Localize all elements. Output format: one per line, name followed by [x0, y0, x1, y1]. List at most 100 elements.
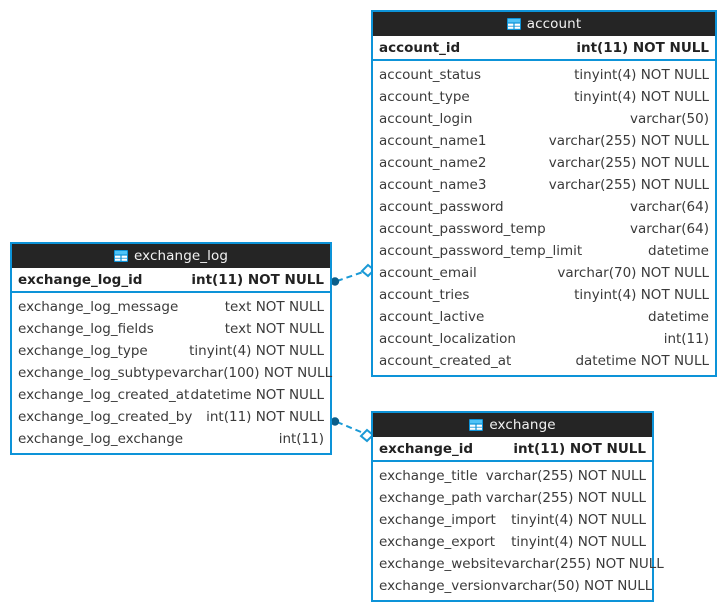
table-header-exchange-log[interactable]: exchange_log — [12, 244, 330, 268]
field-name: exchange_id — [379, 440, 474, 457]
field-type: tinyint(4) NOT NULL — [511, 512, 646, 528]
field-name: account_type — [379, 89, 470, 105]
primary-key-row[interactable]: account_id int(11) NOT NULL — [373, 36, 715, 61]
field-name: account_localization — [379, 331, 516, 347]
primary-key-row[interactable]: exchange_id int(11) NOT NULL — [373, 437, 652, 462]
field-type: datetime NOT NULL — [190, 387, 324, 403]
field-row[interactable]: exchange_import tinyint(4) NOT NULL — [373, 509, 652, 531]
field-row[interactable]: exchange_log_created_by int(11) NOT NULL — [12, 406, 330, 428]
field-row[interactable]: account_status tinyint(4) NOT NULL — [373, 64, 715, 86]
field-name: account_lactive — [379, 309, 485, 325]
field-list: exchange_title varchar(255) NOT NULL exch… — [373, 462, 664, 600]
field-row[interactable]: account_password varchar(64) — [373, 196, 715, 218]
field-name: exchange_log_created_by — [18, 409, 193, 425]
field-name: exchange_log_subtype — [18, 365, 172, 381]
field-name: exchange_log_id — [18, 271, 143, 288]
field-name: exchange_title — [379, 468, 478, 484]
field-type: varchar(255) NOT NULL — [485, 490, 646, 506]
field-row[interactable]: account_lactive datetime — [373, 306, 715, 328]
field-name: account_tries — [379, 287, 470, 303]
field-name: account_name3 — [379, 177, 487, 193]
field-type: datetime — [648, 243, 709, 259]
field-type: tinyint(4) NOT NULL — [574, 89, 709, 105]
table-header-account[interactable]: account — [373, 12, 715, 36]
field-type: varchar(255) NOT NULL — [503, 556, 664, 572]
erd-table-exchange-log[interactable]: exchange_log exchange_log_id int(11) NOT… — [10, 242, 332, 455]
field-row[interactable]: account_name1 varchar(255) NOT NULL — [373, 130, 715, 152]
field-name: exchange_version — [379, 578, 501, 594]
table-title: exchange — [489, 417, 556, 433]
field-row[interactable]: exchange_log_exchange int(11) — [12, 428, 330, 450]
table-title: account — [526, 16, 582, 32]
primary-key-row[interactable]: exchange_log_id int(11) NOT NULL — [12, 268, 330, 293]
field-type: int(11) NOT NULL — [206, 409, 324, 425]
field-name: account_password_temp — [379, 221, 546, 237]
field-type: text NOT NULL — [224, 299, 324, 315]
field-type: int(11) NOT NULL — [513, 440, 646, 457]
field-name: exchange_import — [379, 512, 496, 528]
field-type: tinyint(4) NOT NULL — [574, 287, 709, 303]
relationship-endpoint-circle — [330, 417, 340, 426]
field-type: datetime NOT NULL — [575, 353, 709, 369]
erd-table-exchange[interactable]: exchange exchange_id int(11) NOT NULL ex… — [371, 411, 664, 602]
table-icon — [113, 250, 128, 262]
field-row[interactable]: exchange_title varchar(255) NOT NULL — [373, 465, 652, 487]
relationship-line-account[interactable] — [330, 263, 376, 286]
field-type: int(11) NOT NULL — [576, 39, 709, 56]
field-row[interactable]: account_login varchar(50) — [373, 108, 715, 130]
field-name: account_login — [379, 111, 473, 127]
field-row[interactable]: exchange_log_type tinyint(4) NOT NULL — [12, 340, 330, 362]
field-name: account_created_at — [379, 353, 512, 369]
table-header-exchange[interactable]: exchange — [373, 413, 652, 437]
field-name: exchange_log_fields — [18, 321, 154, 337]
field-row[interactable]: exchange_export tinyint(4) NOT NULL — [373, 531, 652, 553]
table-icon — [506, 18, 521, 30]
field-name: account_email — [379, 265, 477, 281]
field-name: exchange_log_created_at — [18, 387, 190, 403]
field-type: varchar(255) NOT NULL — [548, 155, 709, 171]
field-row[interactable]: exchange_log_fields text NOT NULL — [12, 318, 330, 340]
field-type: int(11) — [278, 431, 324, 447]
field-type: varchar(50) NOT NULL — [500, 578, 653, 594]
field-row[interactable]: account_email varchar(70) NOT NULL — [373, 262, 715, 284]
field-row[interactable]: account_tries tinyint(4) NOT NULL — [373, 284, 715, 306]
field-type: varchar(255) NOT NULL — [548, 133, 709, 149]
field-type: varchar(255) NOT NULL — [485, 468, 646, 484]
field-type: varchar(70) NOT NULL — [557, 265, 709, 281]
field-name: exchange_export — [379, 534, 495, 550]
field-type: datetime — [648, 309, 709, 325]
field-name: account_name1 — [379, 133, 487, 149]
field-row[interactable]: account_created_at datetime NOT NULL — [373, 350, 715, 372]
field-type: tinyint(4) NOT NULL — [189, 343, 324, 359]
table-title: exchange_log — [133, 248, 229, 264]
erd-table-account[interactable]: account account_id int(11) NOT NULL acco… — [371, 10, 717, 377]
field-type: varchar(50) — [629, 111, 709, 127]
field-name: exchange_log_exchange — [18, 431, 184, 447]
relationship-line-exchange[interactable] — [330, 417, 375, 443]
field-name: exchange_website — [379, 556, 504, 572]
relationship-line — [336, 421, 362, 433]
field-name: account_password — [379, 199, 504, 215]
field-row[interactable]: account_type tinyint(4) NOT NULL — [373, 86, 715, 108]
field-type: tinyint(4) NOT NULL — [511, 534, 646, 550]
field-list: account_status tinyint(4) NOT NULL accoun… — [373, 61, 715, 375]
field-type: tinyint(4) NOT NULL — [574, 67, 709, 83]
field-type: varchar(100) NOT NULL — [171, 365, 333, 381]
field-type: varchar(64) — [629, 199, 709, 215]
field-name: exchange_log_type — [18, 343, 148, 359]
field-name: account_status — [379, 67, 482, 83]
field-type: text NOT NULL — [224, 321, 324, 337]
